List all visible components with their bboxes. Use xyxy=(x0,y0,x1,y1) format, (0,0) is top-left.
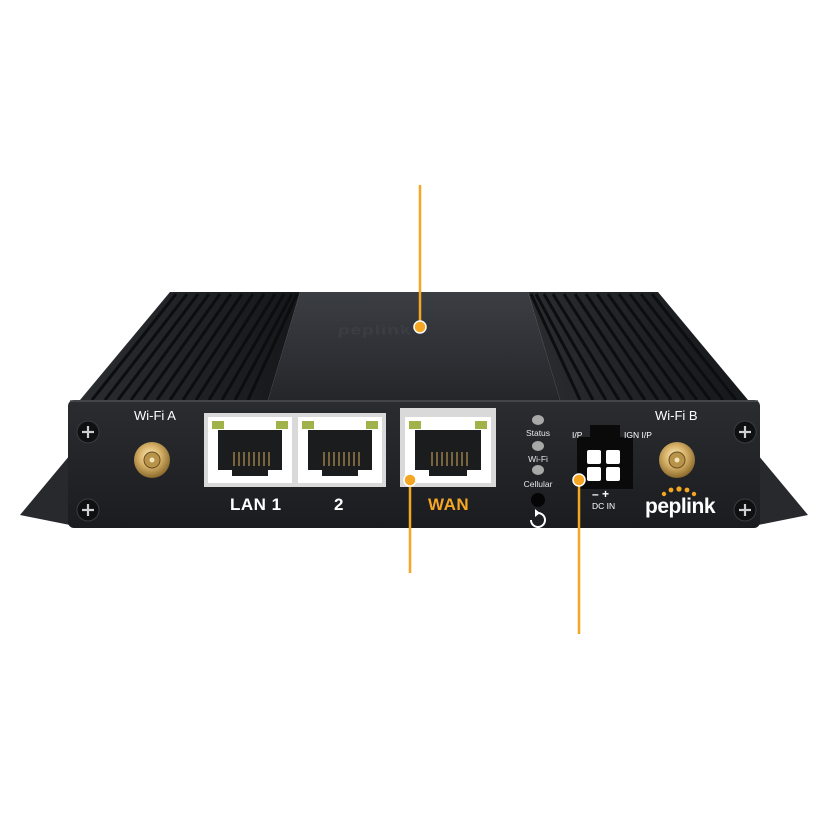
top-logo: peplink xyxy=(336,323,413,339)
port-label-lan1: LAN 1 xyxy=(230,495,282,514)
status-led-icon xyxy=(532,415,544,475)
dc-power-connector xyxy=(577,425,633,489)
led-label-cellular: Cellular xyxy=(523,479,553,489)
left-flange xyxy=(20,455,70,525)
left-heatsink xyxy=(80,292,300,401)
power-label-ip: I/P xyxy=(572,430,583,440)
lan-ports xyxy=(204,413,386,487)
port-label-lan2: 2 xyxy=(334,495,344,514)
antenna-label-wifi-a: Wi-Fi A xyxy=(134,408,176,423)
wan-port xyxy=(400,408,496,487)
callout-dots xyxy=(403,320,586,487)
power-label-dc-in: DC IN xyxy=(592,501,616,511)
antenna-label-wifi-b: Wi-Fi B xyxy=(655,408,698,423)
reset-icon xyxy=(530,512,546,528)
port-label-wan: WAN xyxy=(428,495,470,514)
power-polarity: – + xyxy=(592,487,610,501)
led-label-status: Status xyxy=(525,428,551,438)
led-label-wifi: Wi-Fi xyxy=(528,454,548,464)
brand-logo: peplink xyxy=(645,495,716,518)
callout-lines xyxy=(408,185,581,634)
right-flange xyxy=(758,455,808,525)
reset-button xyxy=(531,493,545,507)
top-plate xyxy=(268,292,560,400)
antenna-connector-icon xyxy=(134,442,695,478)
power-label-ign-ip: IGN I/P xyxy=(624,430,652,440)
right-heatsink xyxy=(528,292,748,401)
peplink-logo-icon xyxy=(661,486,697,497)
